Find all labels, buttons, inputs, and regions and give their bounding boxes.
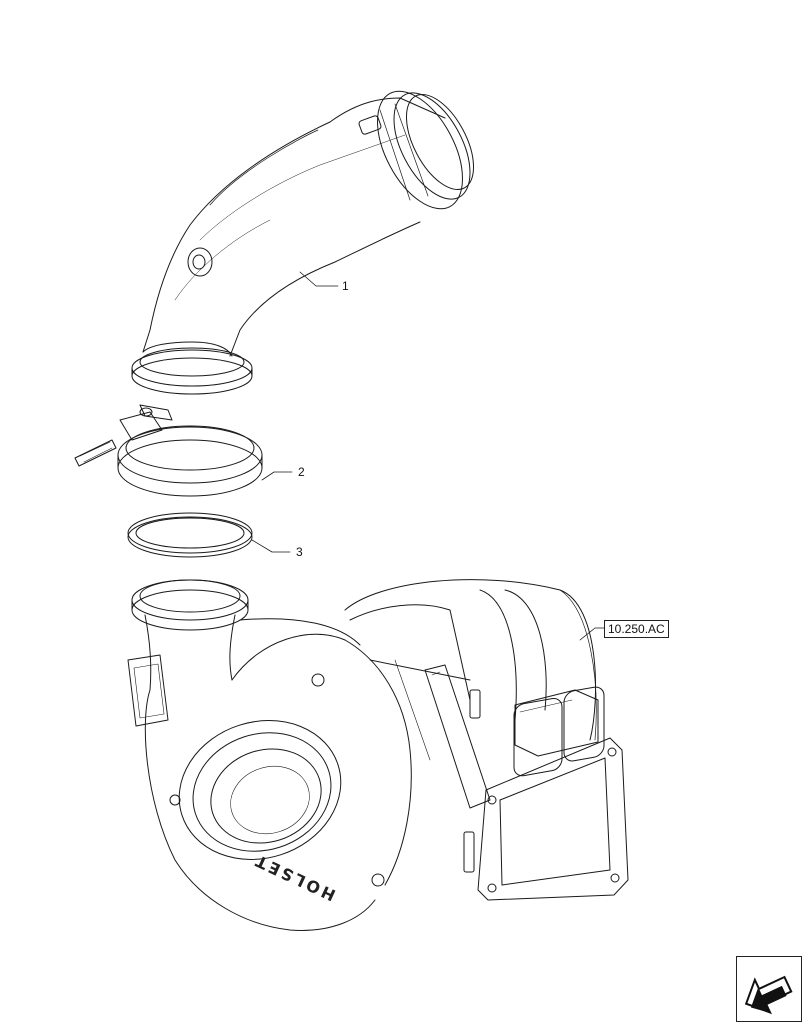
callout-3: 3 <box>296 545 303 559</box>
v-band-clamp[interactable] <box>75 405 292 496</box>
callout-1: 1 <box>342 279 349 293</box>
exploded-parts-diagram: 1 2 3 10.250.AC HOLSET <box>0 0 808 1000</box>
reference-leader <box>580 628 604 640</box>
arrow-left-icon <box>736 956 802 1022</box>
callout-2: 2 <box>298 465 305 479</box>
elbow-pipe[interactable] <box>132 78 487 394</box>
reference-link[interactable]: 10.250.AC <box>604 620 669 638</box>
gasket-ring[interactable] <box>128 513 290 557</box>
navigate-back-button[interactable] <box>736 956 802 1022</box>
turbocharger[interactable] <box>128 580 628 931</box>
